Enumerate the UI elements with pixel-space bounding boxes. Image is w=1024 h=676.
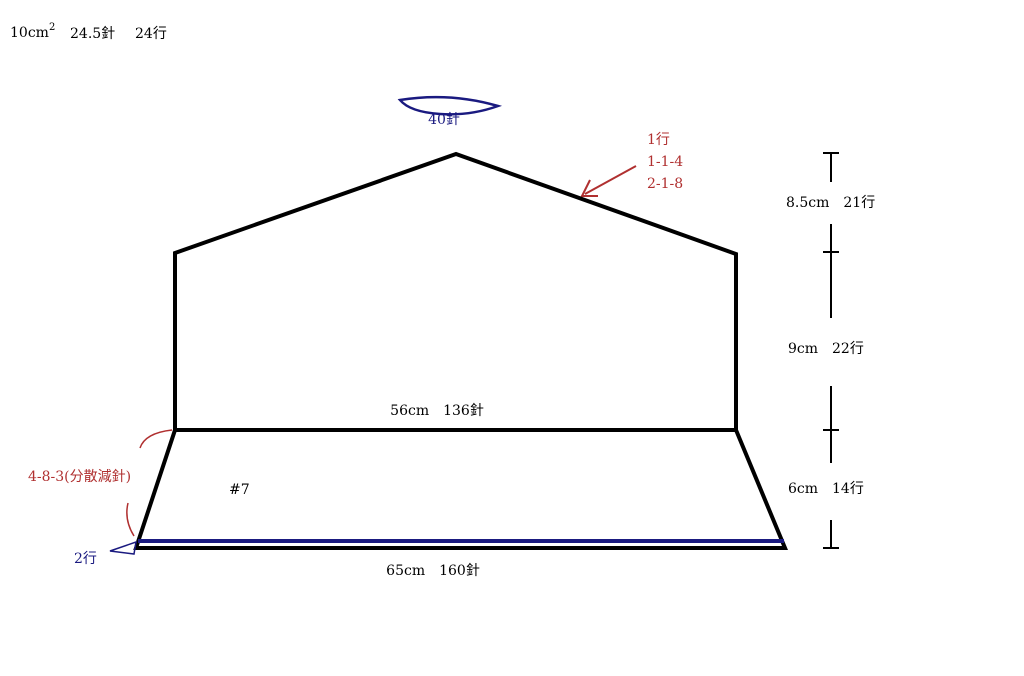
- side-decrease-note: 4-8-3(分散減針): [28, 468, 131, 485]
- gauge-rows: 24行: [135, 26, 167, 42]
- decrease-note-line3: 2-1-8: [647, 176, 683, 192]
- top-stitches-label: 40針: [428, 112, 460, 128]
- needle-size-label: #7: [229, 482, 250, 498]
- brim-measurement: 6cm 14行: [788, 481, 864, 497]
- side-note-bracket-lower: [126, 502, 135, 537]
- side-note-bracket: [139, 429, 173, 449]
- decrease-arrowhead-icon: [580, 179, 598, 197]
- rib-rows-label: 2行: [74, 551, 97, 567]
- hem-width-label: 65cm 160針: [386, 563, 480, 579]
- gauge-exponent: 2: [49, 22, 55, 33]
- gauge-stitches: 24.5針: [70, 26, 115, 42]
- crown-measurement: 8.5cm 21行: [786, 195, 875, 211]
- decrease-note-line1: 1行: [647, 132, 670, 148]
- hat-outline: [133, 151, 788, 550]
- body-width-label: 56cm 136針: [390, 403, 484, 419]
- middle-measurement: 9cm 22行: [788, 341, 864, 357]
- rib-marker-icon: [109, 540, 137, 555]
- decrease-note-line2: 1-1-4: [647, 154, 683, 170]
- decrease-arrow-icon: [584, 165, 637, 195]
- gauge-prefix: 10cm2: [10, 22, 55, 41]
- circular-arrow-icon: [397, 95, 503, 116]
